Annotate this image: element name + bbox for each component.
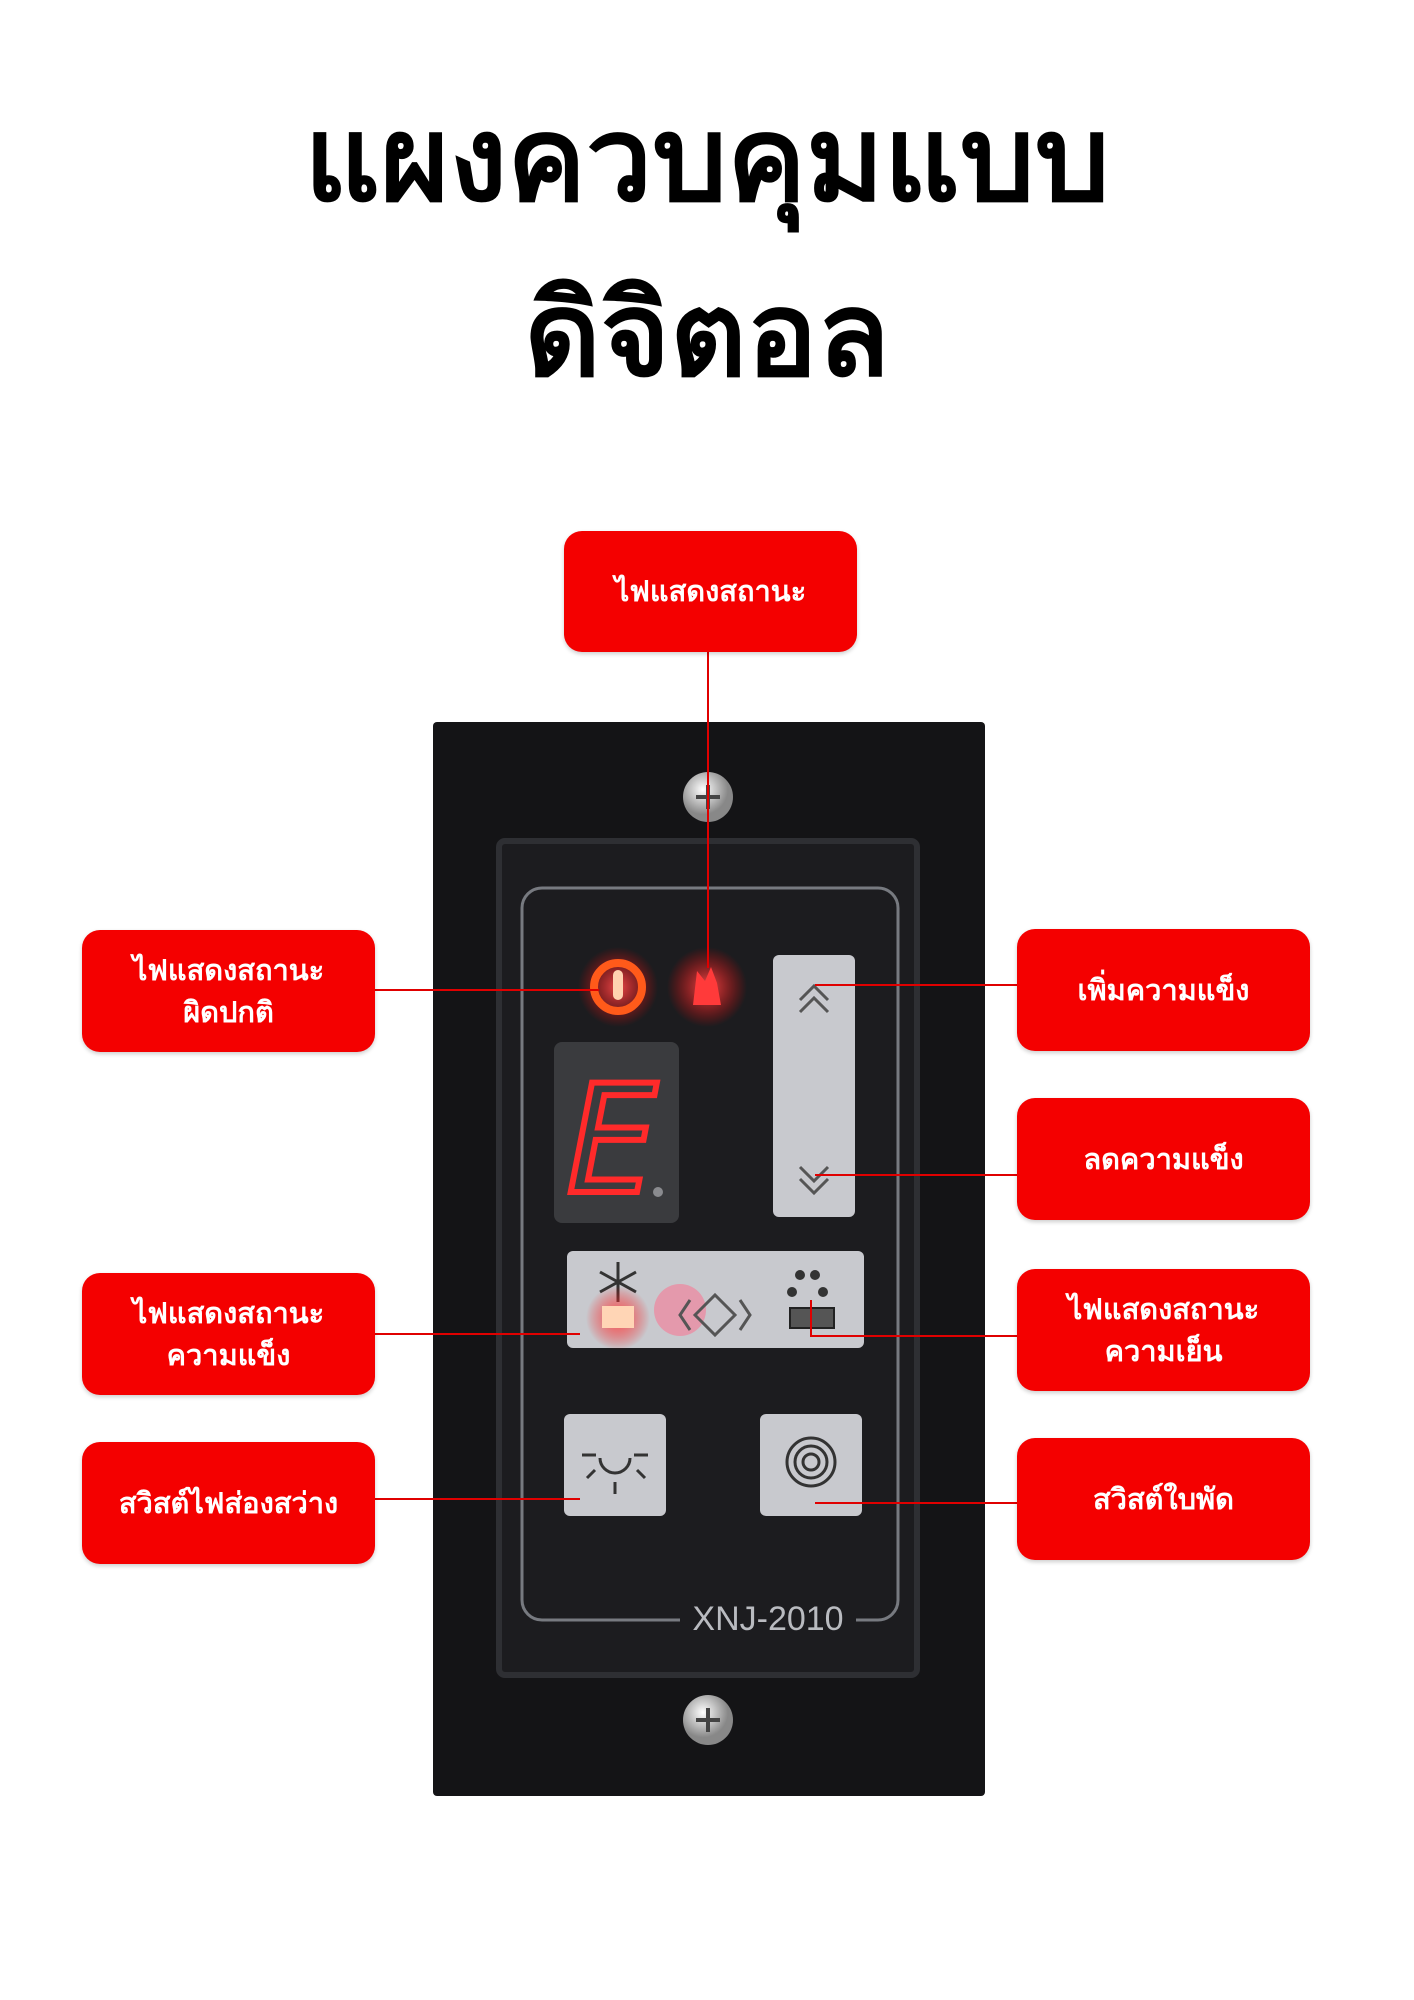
chevron-down-icon — [798, 1165, 830, 1196]
diamond-arrows-icon — [678, 1292, 752, 1338]
label-text: ไฟแสดงสถานะ — [1067, 1291, 1260, 1326]
alarm-thermometer-icon — [590, 959, 646, 1015]
title-line-2: ดิจิตอล — [524, 265, 890, 403]
label-increase-freeze: เพิ่มความแข็ง — [1017, 929, 1310, 1051]
light-button[interactable] — [564, 1414, 666, 1516]
flame-icon — [693, 967, 721, 1005]
label-text: เพิ่มความแข็ง — [1077, 972, 1250, 1007]
title-line-1: แผงควบคุมแบบ — [304, 90, 1110, 228]
freeze-led — [602, 1306, 634, 1328]
fan-button[interactable] — [760, 1414, 862, 1516]
leader-lines — [375, 652, 1017, 1504]
label-fault-light: ไฟแสดงสถานะผิดปกติ — [82, 930, 375, 1052]
screw-icon — [683, 1695, 733, 1745]
label-text: ไฟแสดงสถานะ — [614, 574, 807, 609]
light-icon — [582, 1453, 648, 1494]
label-cool-status: ไฟแสดงสถานะความเย็น — [1017, 1269, 1310, 1391]
up-down-slider[interactable] — [773, 955, 855, 1217]
fan-spiral-icon — [785, 1436, 837, 1488]
model-label: XNJ-2010 — [692, 1600, 843, 1638]
label-text: ไฟแสดงสถานะ — [132, 1295, 325, 1330]
label-decrease-freeze: ลดความแข็ง — [1017, 1098, 1310, 1220]
label-text: ความแข็ง — [166, 1338, 291, 1372]
label-status-light: ไฟแสดงสถานะ — [564, 531, 857, 652]
label-light-switch: สวิสต์ไฟส่องสว่าง — [82, 1442, 375, 1564]
display-digit: E — [567, 1054, 658, 1228]
water-drops-icon — [787, 1270, 828, 1297]
label-freeze-status: ไฟแสดงสถานะความแข็ง — [82, 1273, 375, 1395]
digit-display — [554, 1042, 679, 1223]
label-text: ความเย็น — [1104, 1334, 1223, 1368]
label-fan-switch: สวิสต์ใบพัด — [1017, 1438, 1310, 1560]
label-text: สวิสต์ไฟส่องสว่าง — [118, 1485, 339, 1520]
label-text: ไฟแสดงสถานะ — [132, 952, 325, 987]
label-text: สวิสต์ใบพัด — [1092, 1481, 1235, 1516]
label-text: ลดความแข็ง — [1083, 1141, 1244, 1176]
chevron-up-icon — [798, 983, 830, 1014]
label-text: ผิดปกติ — [183, 995, 274, 1029]
